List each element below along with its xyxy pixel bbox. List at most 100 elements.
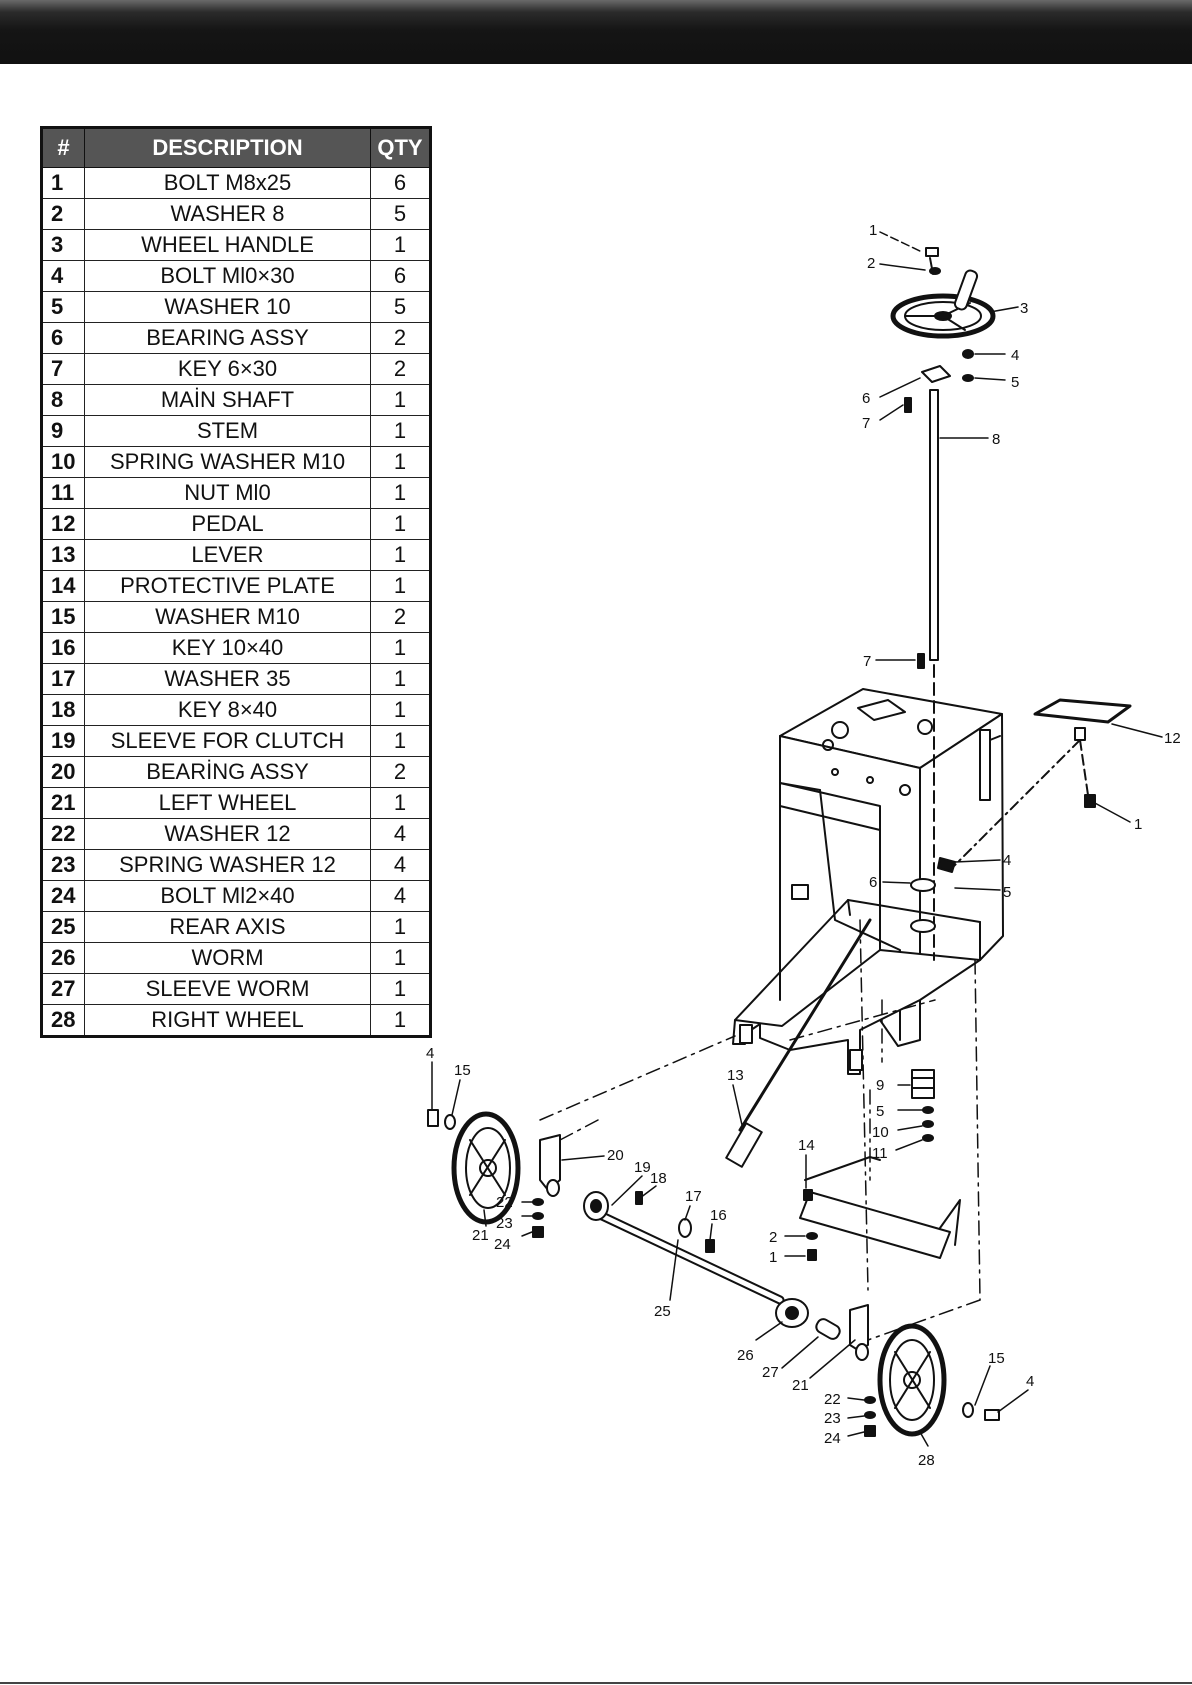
callout-label: 4 [1026,1373,1034,1390]
part-qty: 1 [370,539,431,571]
bottom-rule [0,1682,1192,1684]
callout-label: 15 [988,1350,1005,1367]
callout-label: 2 [769,1229,777,1246]
callout-label: 22 [496,1194,513,1211]
part-number: 10 [41,446,85,478]
rear-axis [583,1191,841,1340]
part-description: WASHER 12 [84,818,371,850]
part-number: 8 [41,384,85,416]
part-description: MAİN SHAFT [84,384,371,416]
part-qty: 1 [370,508,431,540]
callout-label: 27 [762,1364,779,1381]
part-number: 21 [41,787,85,819]
callout-label: 20 [607,1147,624,1164]
part-qty: 1 [370,973,431,1005]
part-number: 19 [41,725,85,757]
part-qty: 1 [370,694,431,726]
machine-body [732,688,1004,1075]
callout-label: 8 [992,431,1000,448]
callout-label: 3 [1020,300,1028,317]
part-qty: 1 [370,911,431,943]
part-qty: 1 [370,415,431,447]
part-number: 4 [41,260,85,292]
part-number: 2 [41,198,85,230]
part-qty: 1 [370,1004,431,1037]
callout-label: 2 [867,255,875,272]
part-qty: 2 [370,756,431,788]
part-number: 3 [41,229,85,261]
part-number: 22 [41,818,85,850]
part-qty: 1 [370,384,431,416]
part-number: 23 [41,849,85,881]
callout-label: 1 [769,1249,777,1266]
callout-label: 6 [862,390,870,407]
callout-label: 21 [792,1377,809,1394]
callout-label: 24 [824,1430,841,1447]
part-description: WHEEL HANDLE [84,229,371,261]
part-qty: 5 [370,198,431,230]
callout-label: 16 [710,1207,727,1224]
part-qty: 2 [370,353,431,385]
col-header-qty: QTY [370,127,431,168]
part-qty: 4 [370,818,431,850]
callout-label: 12 [1164,730,1181,747]
part-description: WORM [84,942,371,974]
part-qty: 5 [370,291,431,323]
part-description: SPRING WASHER M10 [84,446,371,478]
part-description: KEY 6×30 [84,353,371,385]
part-qty: 1 [370,229,431,261]
callout-label: 23 [824,1410,841,1427]
callout-label: 5 [876,1103,884,1120]
callout-label: 14 [798,1137,815,1154]
col-header-description: DESCRIPTION [84,127,371,168]
part-qty: 6 [370,260,431,292]
callout-label: 26 [737,1347,754,1364]
main-shaft-assembly [890,247,996,1142]
callout-label: 9 [876,1077,884,1094]
callout-label: 19 [634,1159,651,1176]
callout-label: 4 [1003,852,1011,869]
part-number: 11 [41,477,85,509]
part-number: 28 [41,1004,85,1037]
part-qty: 2 [370,322,431,354]
callout-label: 23 [496,1215,513,1232]
header-bar [0,0,1192,64]
callout-label: 28 [918,1452,935,1469]
part-description: BOLT Ml0×30 [84,260,371,292]
part-description: WASHER 10 [84,291,371,323]
callout-label: 5 [1003,884,1011,901]
callout-label: 15 [454,1062,471,1079]
callout-label: 1 [1134,816,1142,833]
callout-label: 4 [1011,347,1019,364]
part-number: 17 [41,663,85,695]
callout-label: 13 [727,1067,744,1084]
part-qty: 1 [370,942,431,974]
part-qty: 4 [370,849,431,881]
part-qty: 4 [370,880,431,912]
lever-and-plate [725,918,961,1261]
callout-label: 7 [862,415,870,432]
callout-label: 1 [869,222,877,239]
callout-label: 6 [869,874,877,891]
part-qty: 1 [370,787,431,819]
left-wheel [427,1109,561,1238]
callout-labels: 1 2 3 4 5 6 7 8 7 12 1 4 6 5 9 5 10 11 4… [426,222,1181,1469]
callout-label: 7 [863,653,871,670]
part-number: 26 [41,942,85,974]
